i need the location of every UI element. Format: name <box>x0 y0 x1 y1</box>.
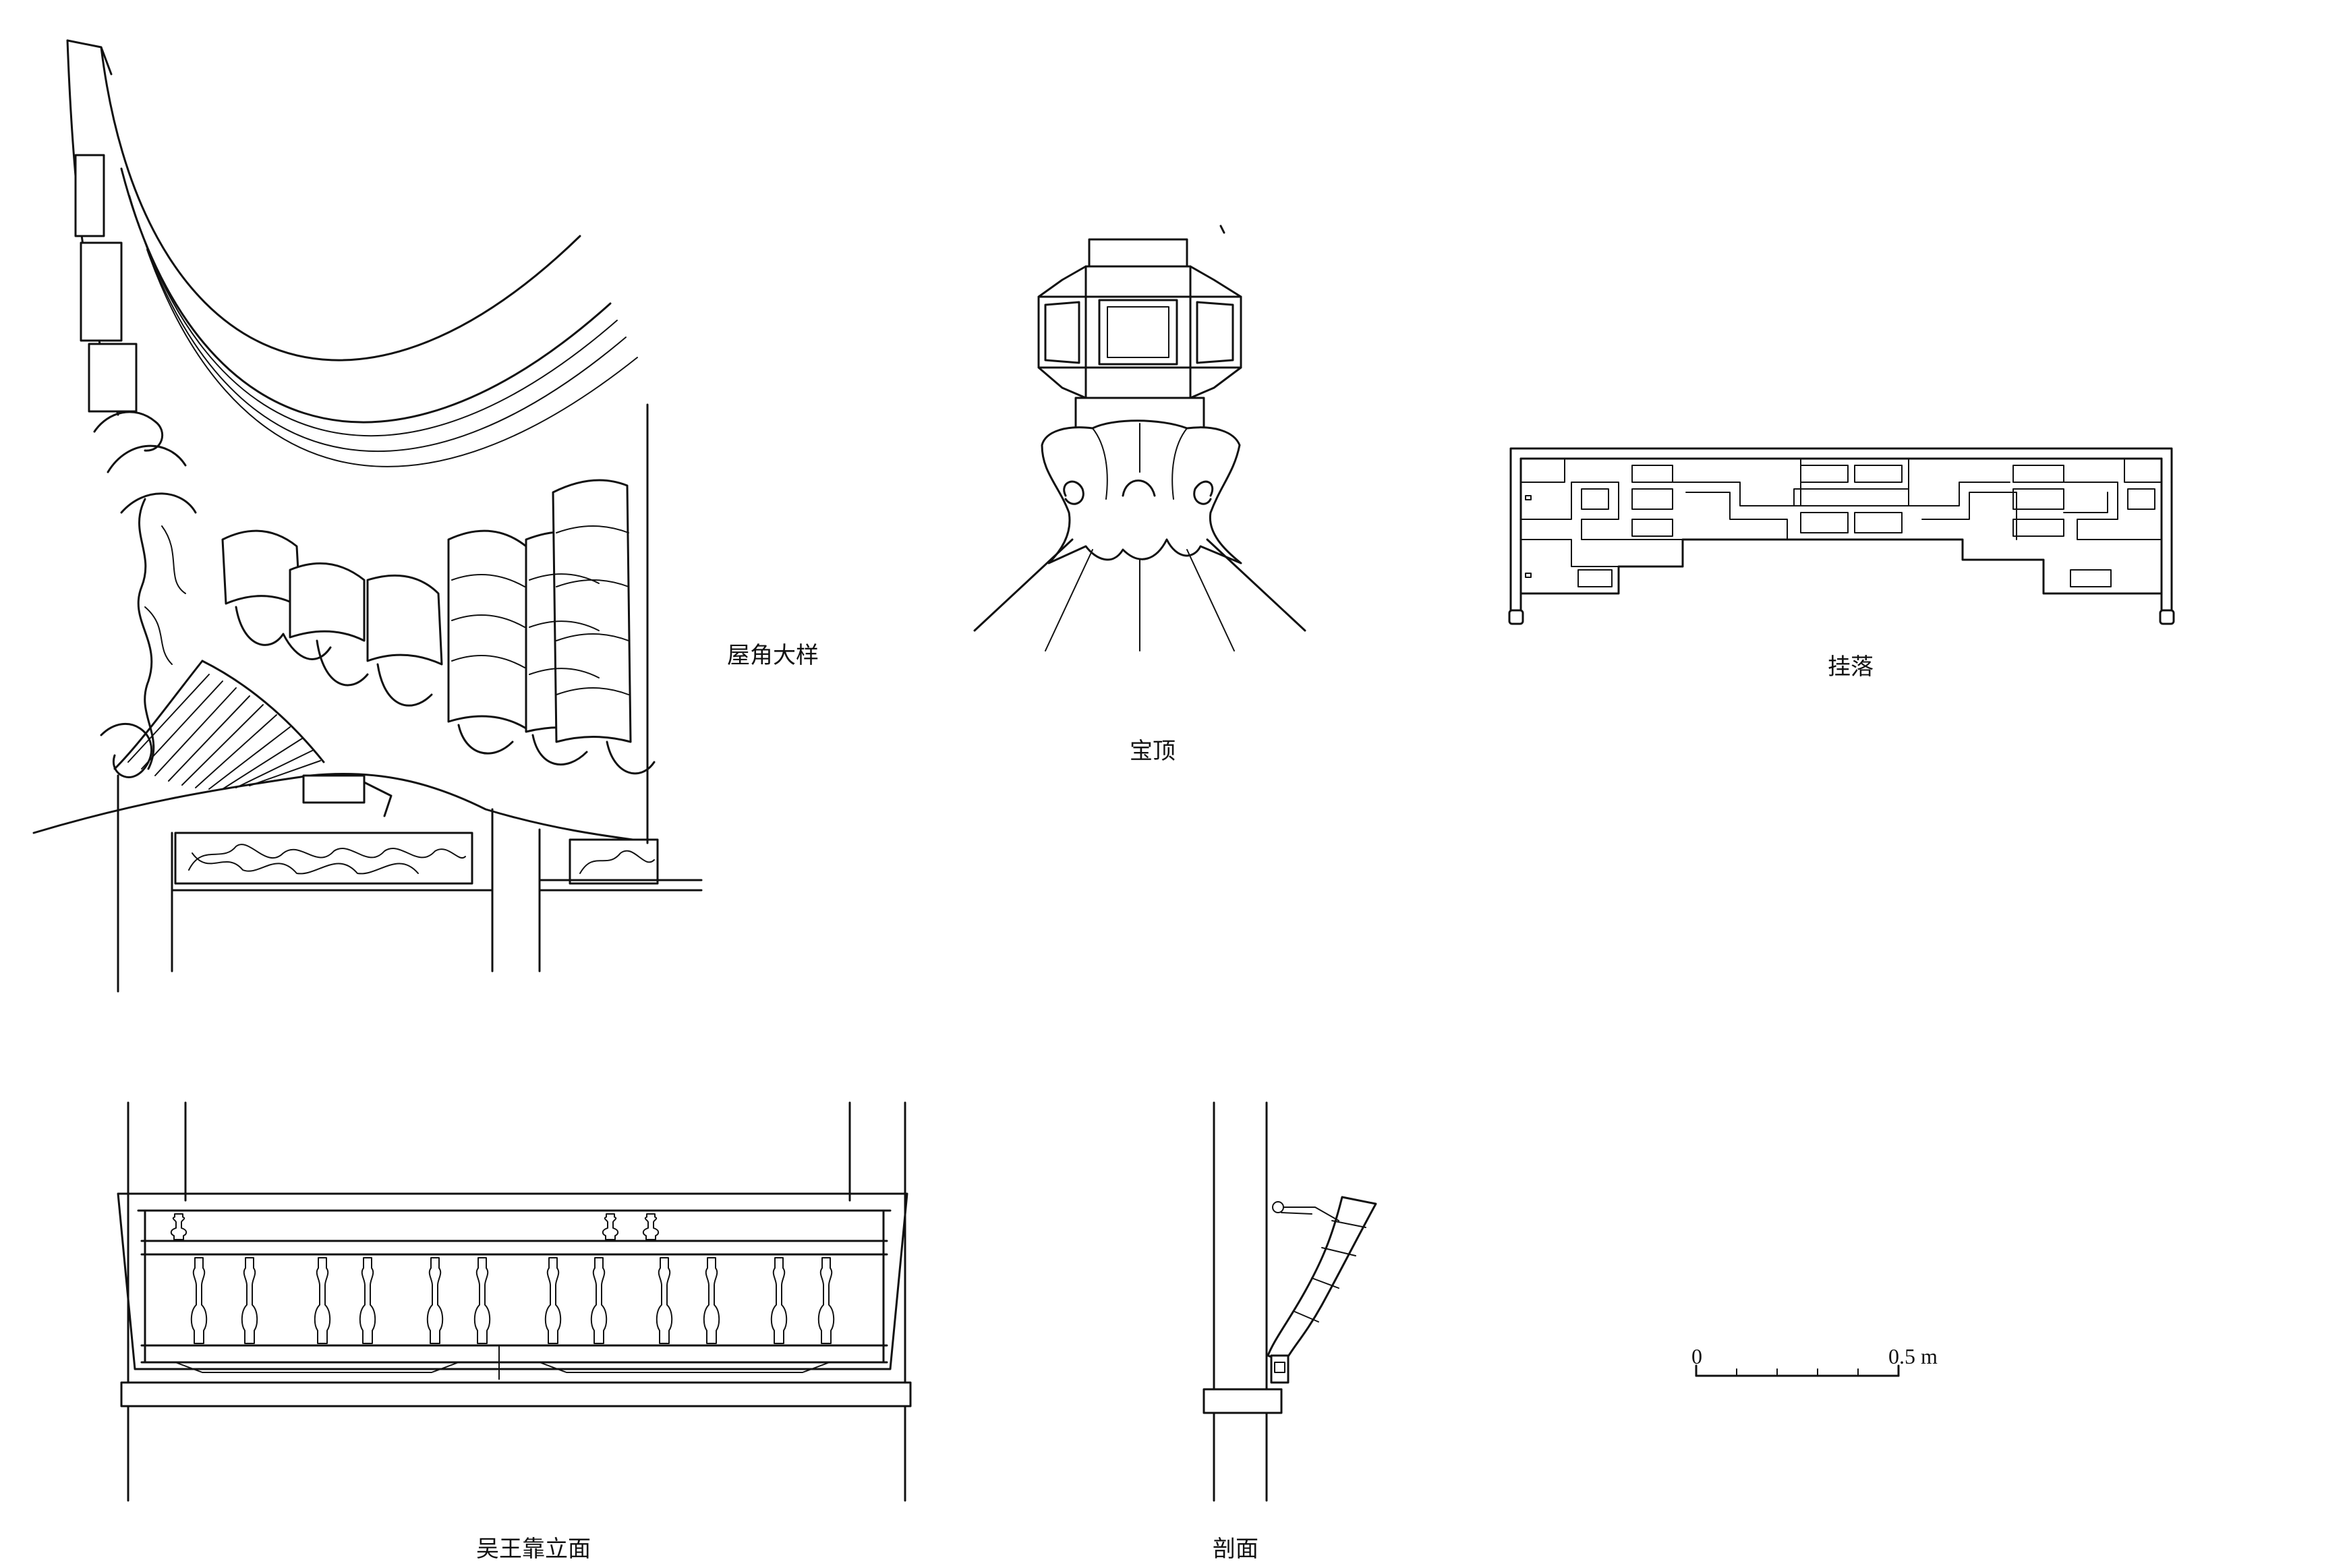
baluster-11 <box>770 1257 788 1344</box>
section-drawing <box>1203 1101 1377 1502</box>
baluster-10 <box>703 1257 720 1344</box>
baluster-12 <box>817 1257 835 1344</box>
scale-bar-end-label: 0.5 m <box>1888 1344 1938 1368</box>
scale-bar-start-label: 0 <box>1691 1344 1702 1368</box>
roof-corner-drawing <box>32 39 703 993</box>
baluster-3 <box>314 1257 331 1344</box>
baluster-7 <box>544 1257 562 1344</box>
upper-baluster-1 <box>170 1213 187 1240</box>
baluster-2 <box>241 1257 258 1344</box>
railing-elevation-caption: 吴王靠立面 <box>476 1536 591 1563</box>
baluster-1 <box>190 1257 208 1344</box>
baluster-4 <box>359 1257 376 1344</box>
eave-rafters <box>127 674 321 790</box>
roof-tile-rolls <box>221 479 656 775</box>
baluster-9 <box>656 1257 673 1344</box>
scale-bar: 0 0.5 m <box>1691 1344 1938 1377</box>
baluster-6 <box>473 1257 491 1344</box>
upper-baluster-2 <box>602 1213 619 1240</box>
upper-baluster-3 <box>642 1213 660 1240</box>
balusters <box>170 1213 835 1344</box>
finial-caption: 宝顶 <box>1130 738 1176 765</box>
railing-elevation-drawing <box>117 1101 912 1502</box>
roof-corner-caption: 屋角大样 <box>727 642 819 669</box>
baluster-8 <box>590 1257 608 1344</box>
hanging-frame-drawing <box>1508 447 2175 625</box>
hanging-frame-caption: 挂落 <box>1828 654 1874 680</box>
section-caption: 剖面 <box>1213 1536 1258 1563</box>
finial-drawing <box>973 225 1306 651</box>
baluster-5 <box>426 1257 444 1344</box>
